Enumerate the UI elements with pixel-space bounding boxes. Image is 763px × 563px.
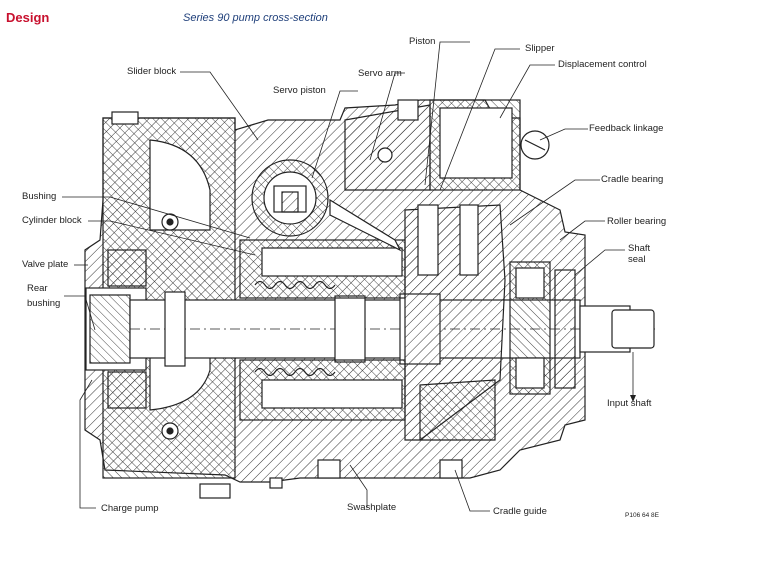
displacement-control — [397, 99, 550, 191]
label-rear-bushing-line2: bushing — [27, 298, 61, 309]
label-shaft-seal-line1: Shaft — [628, 243, 651, 254]
label-swashplate: Swashplate — [347, 502, 397, 513]
label-charge-pump: Charge pump — [101, 503, 159, 514]
label-slider-block: Slider block — [127, 66, 177, 77]
leader-lines — [62, 41, 634, 512]
label-slipper: Slipper — [525, 43, 555, 54]
label-cradle-bearing: Cradle bearing — [601, 174, 664, 185]
label-displacement-control: Displacement control — [558, 59, 647, 70]
servo-piston — [251, 159, 329, 237]
label-bushing: Bushing — [22, 191, 57, 202]
label-servo-arm: Servo arm — [358, 68, 402, 79]
cylinder-block — [239, 239, 406, 421]
input-shaft-arrow-icon — [630, 395, 636, 402]
label-feedback-linkage: Feedback linkage — [589, 123, 664, 134]
label-roller-bearing: Roller bearing — [607, 216, 667, 227]
label-cradle-guide: Cradle guide — [493, 506, 547, 517]
main-shaft — [129, 291, 655, 367]
swashplate — [404, 204, 506, 441]
label-input-shaft: Input shaft — [607, 398, 652, 409]
label-valve-plate: Valve plate — [22, 259, 69, 270]
label-piston: Piston — [409, 36, 436, 47]
label-cylinder-block: Cylinder block — [22, 215, 82, 226]
drawing-code: P106 64 8E — [625, 512, 659, 519]
roller-bearing — [509, 261, 576, 395]
figure-title: Series 90 pump cross-section — [183, 12, 328, 24]
label-rear-bushing-line1: Rear — [27, 283, 48, 294]
section-title: Design — [6, 10, 50, 25]
label-servo-piston: Servo piston — [273, 85, 326, 96]
label-shaft-seal-line2: seal — [628, 254, 646, 265]
